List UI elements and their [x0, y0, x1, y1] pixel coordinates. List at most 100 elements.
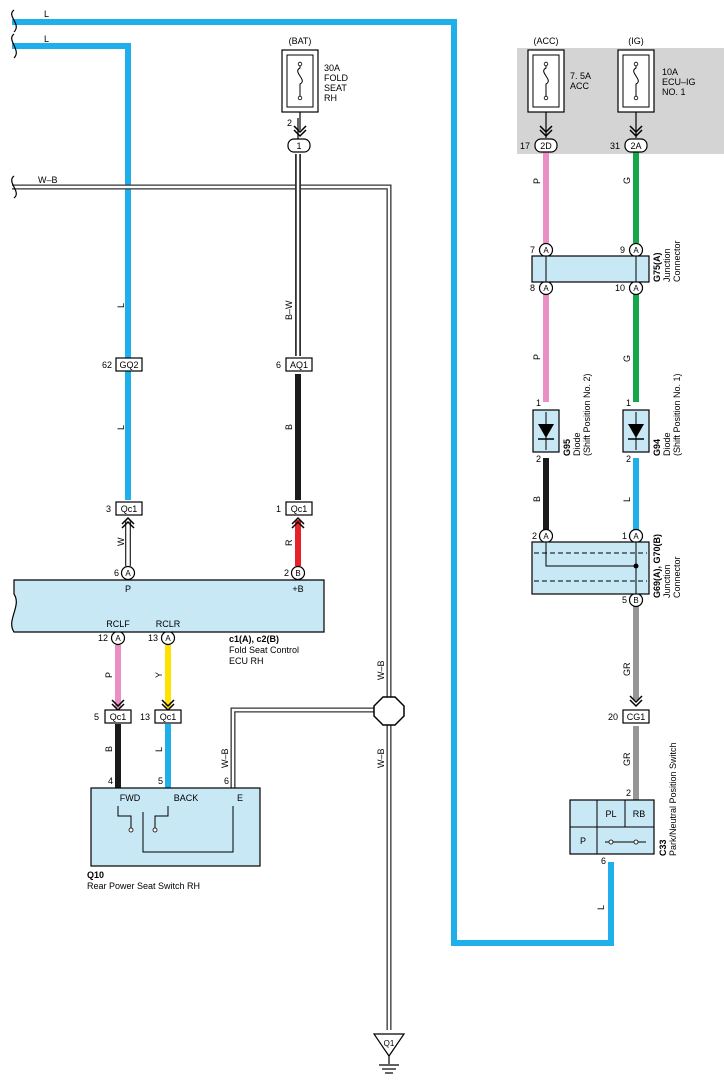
terminal-g75-10-label: A: [633, 284, 639, 293]
wire-label-w: W: [116, 537, 126, 546]
ecu-pin-p: P: [125, 584, 131, 594]
wire-label-p-g75: P: [532, 354, 542, 360]
seat-switch-return: [142, 806, 234, 853]
terminal-g75-8-label: A: [543, 284, 549, 293]
wire-label-g-g75: G: [622, 355, 632, 362]
fuse-ig-inner: [622, 54, 650, 108]
wire-label-p-rclf: P: [104, 672, 114, 678]
connector-qc1-5-label: Qc1: [110, 712, 127, 722]
pin-5-qc1: 5: [94, 712, 99, 722]
ecu-id: c1(A), c2(B): [229, 634, 279, 644]
diode-g95-name-2: (Shift Position No. 2): [582, 373, 592, 456]
wire-label-wb-main-1: W–B: [376, 660, 386, 680]
fuse-ig-dot-top: [633, 61, 639, 67]
pin-3: 3: [106, 504, 111, 514]
fuse-acc-source: (ACC): [534, 36, 559, 46]
fuse-bat-dot-bottom: [297, 95, 303, 101]
fuse-bat-line4: RH: [324, 93, 337, 103]
fuse-ig-dot-bottom: [633, 95, 639, 101]
pin-4-switch: 4: [108, 776, 113, 786]
chevron-ig: [629, 125, 643, 138]
terminal-g70-5-label: B: [633, 596, 638, 605]
connector-gq2-box: [115, 357, 143, 372]
ground-label: Q1: [384, 1039, 395, 1048]
wire-label-b-g95: B: [532, 496, 542, 502]
connector-qc1-3-box: [115, 501, 143, 516]
splice-octagon: [373, 696, 405, 726]
ground-triangle: [372, 1033, 406, 1058]
ecu-name-2: ECU RH: [229, 656, 264, 666]
terminal-ecu-a-12-label: A: [115, 634, 121, 643]
pnp-switch-rb: RB: [633, 809, 646, 819]
wire-label-gr-lower: GR: [622, 752, 632, 766]
connector-cg1-label: CG1: [627, 712, 646, 722]
fuse-bat-line2: FOLD: [324, 73, 349, 83]
pin-12: 12: [98, 633, 108, 643]
fuse-bat-source: (BAT): [289, 36, 312, 46]
connector-qc1-1-label: Qc1: [291, 504, 308, 514]
pin-2-g69: 2: [532, 531, 537, 541]
junction-g75-name-2: Connector: [672, 240, 682, 282]
diode-g94-id: G94: [652, 439, 662, 456]
fuse-ig-line1: 10A: [662, 67, 678, 77]
pin-9: 9: [620, 245, 625, 255]
wire-label-wb-top: W–B: [38, 175, 58, 185]
wire-label-b-fwd: B: [104, 746, 114, 752]
seat-switch-box: [90, 787, 261, 867]
ecu-pin-b: +B: [292, 584, 303, 594]
fuse-acc-pin: 17: [520, 141, 530, 151]
connector-aq1-box: [285, 357, 313, 372]
fuse-bat-symbol: [297, 62, 303, 100]
terminal-g69-1-label: A: [633, 532, 639, 541]
pin-6-pnp: 6: [601, 856, 606, 866]
fuse-acc-dot-top: [543, 61, 549, 67]
wire-label-l-gq2-lower: L: [116, 425, 126, 430]
connector-2d-box: [534, 138, 558, 153]
connector-1-box: [287, 138, 311, 153]
connector-gq2-label: GQ2: [119, 360, 138, 370]
pin-13-ecu: 13: [148, 633, 158, 643]
ecu-pin-rclf: RCLF: [106, 619, 130, 629]
pin-1-qc1: 1: [276, 504, 281, 514]
pin-2-g95: 2: [536, 454, 541, 464]
break-mark-1: [11, 9, 17, 33]
junction-g69-link: [545, 542, 636, 567]
wire-label-gr-upper: GR: [622, 662, 632, 676]
pin-62: 62: [102, 360, 112, 370]
pin-20: 20: [608, 712, 618, 722]
seat-switch-contact-1: [128, 827, 134, 833]
wire-label-l-g94: L: [622, 497, 632, 502]
fuse-bat-line1: 30A: [324, 63, 340, 73]
fuse-bat-box: [281, 49, 319, 113]
connector-qc1-13-label: Qc1: [160, 712, 177, 722]
pin-5-switch: 5: [158, 776, 163, 786]
diode-g94-name-2: (Shift Position No. 1): [672, 373, 682, 456]
terminal-g69-2-label: A: [543, 532, 549, 541]
wire-label-wb-main-2: W–B: [376, 748, 386, 768]
fuse-acc-line2: ACC: [570, 81, 590, 91]
seat-switch-internal-2: [154, 806, 169, 828]
terminal-g75-7-label: A: [543, 246, 549, 255]
fuse-acc-dot-bottom: [543, 95, 549, 101]
pin-6-switch: 6: [224, 776, 229, 786]
junction-g69-name-1: Junction: [662, 564, 672, 598]
pin-1-g69: 1: [622, 531, 627, 541]
terminal-g75-9-label: A: [633, 246, 639, 255]
wire-label-y-rclr: Y: [154, 672, 164, 678]
pin-8: 8: [530, 283, 535, 293]
junction-g69-splice: [633, 563, 639, 569]
connector-qc1-13-box: [154, 709, 182, 724]
wire-l-second: [12, 43, 131, 500]
pin-1-g94: 1: [626, 398, 631, 408]
pnp-switch-p: P: [580, 836, 586, 846]
diode-g95-id: G95: [562, 439, 572, 456]
fuse-bat-inner: [286, 54, 314, 108]
connector-qc1-3-label: Qc1: [121, 504, 138, 514]
terminal-ecu-a-13-label: A: [165, 634, 171, 643]
ecu-name-1: Fold Seat Control: [229, 645, 299, 655]
pin-2-ecu: 2: [284, 568, 289, 578]
seat-switch-id: Q10: [87, 870, 104, 880]
seat-switch-fwd: FWD: [120, 793, 141, 803]
junction-g69-name-2: Connector: [672, 556, 682, 598]
